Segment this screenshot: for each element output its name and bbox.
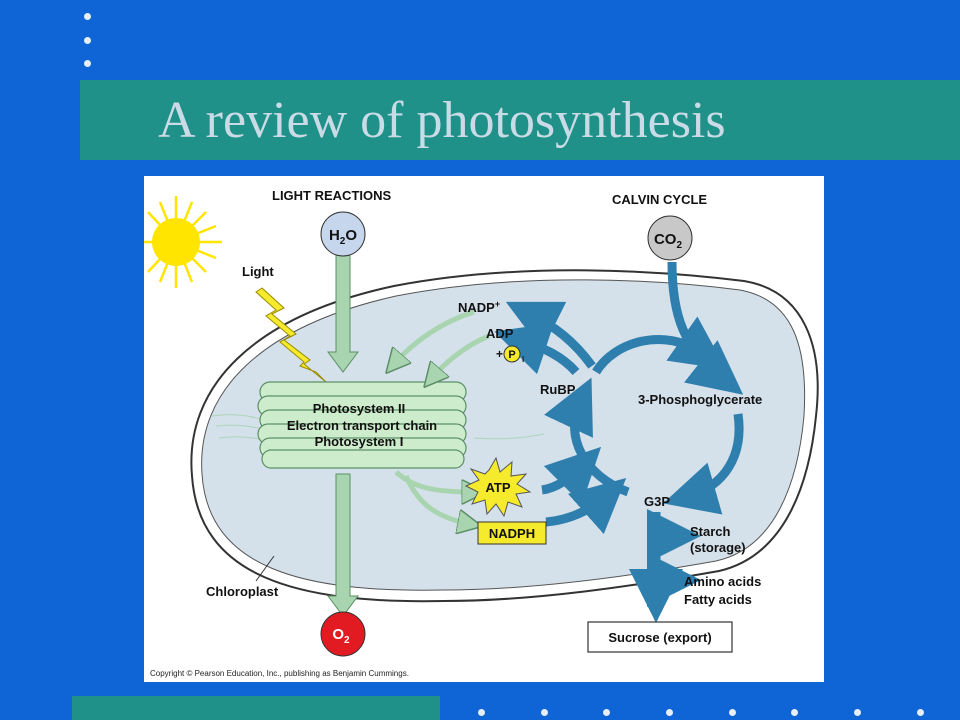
nadph-box bbox=[477, 521, 547, 545]
co2-label: CO bbox=[654, 231, 677, 248]
phosphoglycerate-label: 3-Phosphoglycerate bbox=[638, 392, 762, 407]
electron-transport-label: Electron transport chain bbox=[287, 418, 437, 433]
decorative-dot bbox=[84, 60, 91, 67]
decorative-dot bbox=[84, 13, 91, 20]
decorative-dot bbox=[917, 709, 924, 716]
thylakoid-stack bbox=[257, 381, 467, 469]
photosystem-1-label: Photosystem I bbox=[315, 434, 404, 449]
footer-bar bbox=[72, 696, 440, 720]
nadph-label: NADPH bbox=[489, 526, 535, 541]
title-bar bbox=[80, 80, 960, 160]
decorative-dot bbox=[729, 709, 736, 716]
chloroplast-label: Chloroplast bbox=[206, 584, 279, 599]
adp-label: ADP bbox=[486, 326, 514, 341]
g3p-label: G3P bbox=[644, 494, 670, 509]
sucrose-box bbox=[587, 621, 733, 653]
calvin-cycle-heading: CALVIN CYCLE bbox=[612, 192, 707, 207]
atp-burst bbox=[464, 456, 532, 518]
atp-label: ATP bbox=[485, 480, 510, 495]
decorative-dot bbox=[541, 709, 548, 716]
decorative-dot bbox=[84, 37, 91, 44]
storage-label: (storage) bbox=[690, 540, 746, 555]
o2-label: O bbox=[332, 626, 344, 643]
slide-title: A review of photosynthesis bbox=[158, 92, 726, 149]
phosphate-icon bbox=[503, 345, 521, 363]
oxygen-arrow bbox=[327, 473, 359, 617]
amino-acids-label: Amino acids bbox=[684, 574, 761, 589]
decorative-dot bbox=[666, 709, 673, 716]
fatty-acids-label: Fatty acids bbox=[684, 592, 752, 607]
nadp-label: NADP bbox=[458, 300, 495, 315]
water-arrow bbox=[327, 253, 359, 373]
sucrose-label: Sucrose (export) bbox=[608, 630, 711, 645]
rubp-label: RuBP bbox=[540, 382, 576, 397]
light-label: Light bbox=[242, 264, 274, 279]
phosphate-letter: P bbox=[508, 349, 515, 361]
svg-text:CO2: CO2 bbox=[654, 231, 683, 251]
phosphate-sub: i bbox=[522, 355, 524, 364]
svg-text:H2O: H2O bbox=[329, 227, 357, 247]
lightning-icon bbox=[255, 287, 327, 383]
h2o-molecule bbox=[320, 211, 366, 257]
photosynthesis-diagram: Photosystem II Electron transport chain … bbox=[144, 176, 824, 682]
svg-text:NADP+: NADP+ bbox=[458, 299, 500, 315]
decorative-dot bbox=[854, 709, 861, 716]
co2-molecule bbox=[647, 215, 693, 261]
plus-sign: + bbox=[496, 347, 503, 361]
light-reactions-heading: LIGHT REACTIONS bbox=[272, 188, 391, 203]
o2-molecule bbox=[320, 611, 366, 657]
svg-text:O2: O2 bbox=[332, 626, 350, 646]
decorative-dot bbox=[478, 709, 485, 716]
h2o-label: H bbox=[329, 227, 340, 244]
decorative-dot bbox=[791, 709, 798, 716]
copyright-text: Copyright © Pearson Education, Inc., pub… bbox=[150, 669, 409, 678]
photosystem-2-label: Photosystem II bbox=[313, 401, 405, 416]
sun-icon bbox=[144, 196, 222, 288]
starch-label: Starch bbox=[690, 524, 731, 539]
decorative-dot bbox=[603, 709, 610, 716]
